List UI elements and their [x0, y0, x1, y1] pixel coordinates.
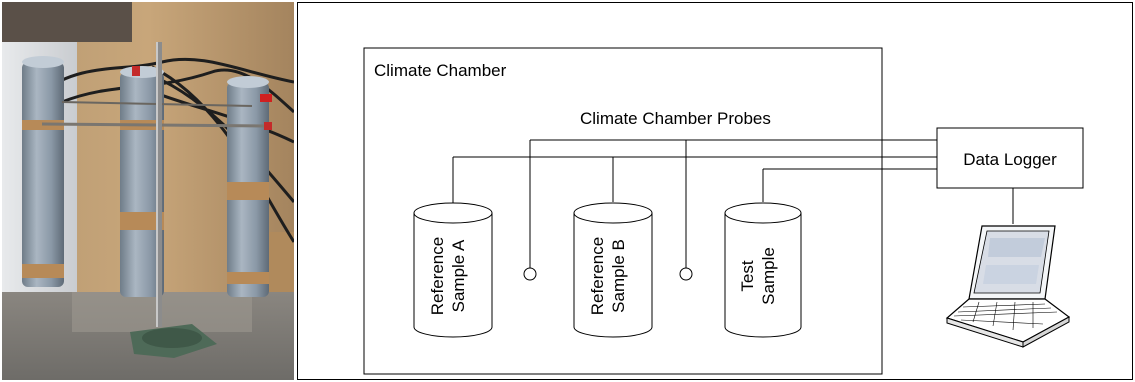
photo-stand-pole: [156, 42, 162, 327]
sample-cylinder-a: Reference Sample A: [413, 202, 493, 338]
climate-chamber-box: [363, 47, 883, 375]
data-logger-box: [936, 127, 1084, 189]
photo-tube-left: [22, 56, 64, 287]
photo-shelf: [2, 2, 132, 42]
probe-sensor-2: [679, 267, 693, 281]
sample-a-line1: Reference: [428, 237, 447, 315]
climate-chamber-probes-label: Climate Chamber Probes: [580, 109, 771, 128]
sample-cylinder-b: Reference Sample B: [573, 202, 653, 338]
test-sample-line2: Sample: [759, 247, 778, 305]
test-sample-line1: Test: [738, 260, 757, 291]
probe-wiring: [452, 139, 1014, 268]
laptop-icon: [945, 225, 1071, 348]
sample-b-line2: Sample B: [609, 239, 628, 313]
probe-sensor-1: [523, 267, 537, 281]
test-sample-cylinder: Test Sample: [724, 202, 802, 338]
photo-tube-right: [227, 76, 272, 297]
data-logger-label: Data Logger: [963, 150, 1057, 169]
measurement-diagram: Climate Chamber Climate Chamber Probes D…: [297, 2, 1133, 380]
sample-b-line1: Reference: [588, 237, 607, 315]
sample-setup-photo: [2, 2, 294, 380]
photo-tube-middle: [120, 66, 164, 297]
climate-chamber-label: Climate Chamber: [374, 61, 507, 80]
sample-a-line2: Sample A: [449, 239, 468, 312]
